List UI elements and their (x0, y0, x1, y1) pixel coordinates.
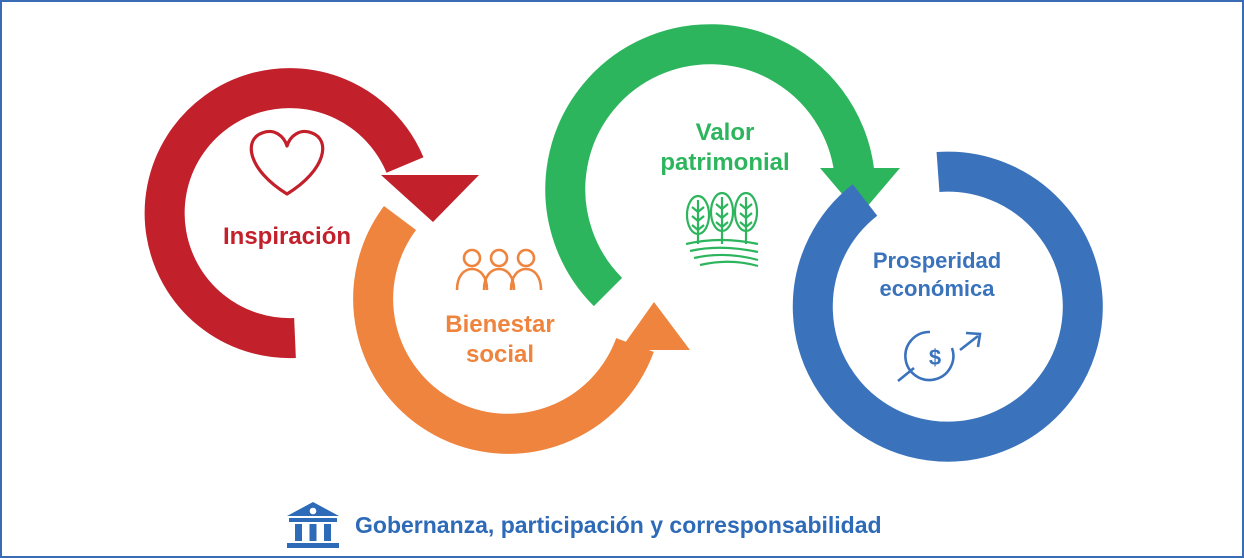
institution-building-icon (287, 502, 339, 548)
label-bienestar: Bienestar social (445, 311, 555, 368)
prosperidad-arc (792, 151, 1103, 462)
gobernanza-footer: Gobernanza, participación y corresponsab… (285, 500, 882, 550)
label-valor: Valor patrimonial (660, 119, 790, 176)
gobernanza-label: Gobernanza, participación y corresponsab… (355, 511, 882, 538)
dollar-growth-icon: $ (897, 330, 982, 383)
svg-text:$: $ (929, 345, 941, 370)
label-inspiracion: Inspiración (222, 223, 352, 250)
inspiracion-arc (144, 68, 479, 359)
label-prosperidad: Prosperidad económica (872, 248, 1002, 301)
trees-field-icon (685, 191, 759, 268)
valor-arc (545, 24, 900, 307)
heart-icon (249, 129, 325, 196)
people-icon (455, 248, 543, 291)
bienestar-arc (353, 206, 690, 454)
